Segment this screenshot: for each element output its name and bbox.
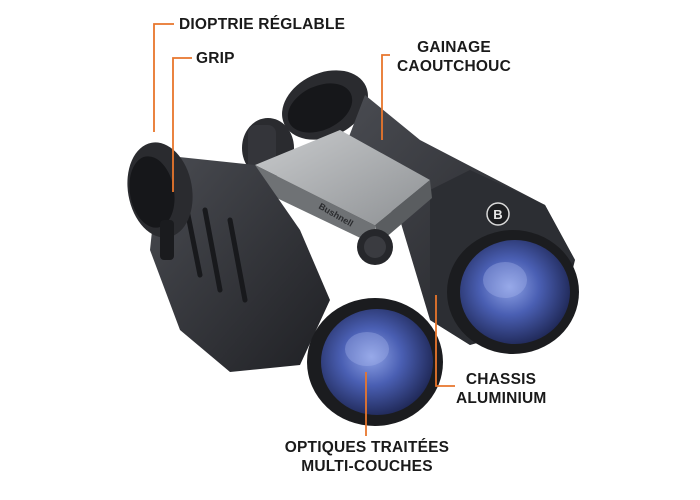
callout-rubber: GAINAGE CAOUTCHOUC: [392, 38, 516, 76]
callout-chassis: CHASSIS ALUMINIUM: [456, 370, 546, 408]
right-objective-lens: [447, 230, 579, 354]
callout-diopter-text: DIOPTRIE RÉGLABLE: [179, 16, 346, 33]
chassis-leader-line: [435, 295, 455, 387]
callout-chassis-line1: CHASSIS: [465, 371, 537, 388]
svg-text:B: B: [493, 207, 502, 222]
callout-diopter: DIOPTRIE RÉGLABLE: [179, 15, 345, 34]
rubber-leader-line: [381, 54, 390, 140]
center-knob: [357, 229, 393, 265]
left-barrel: [150, 155, 330, 372]
callout-grip-text: GRIP: [196, 50, 235, 67]
hinge-bridge: [255, 130, 432, 245]
callout-rubber-line1: GAINAGE: [417, 39, 491, 56]
brand-badge-icon: B: [486, 202, 510, 226]
diopter-leader-line: [153, 23, 174, 132]
right-eyecup: [282, 70, 368, 140]
callout-rubber-line2: CAOUTCHOUC: [397, 58, 511, 75]
left-eyecup: [127, 142, 193, 260]
left-objective-lens: [307, 298, 443, 426]
grip-leader-line: [172, 57, 192, 192]
callout-optics: OPTIQUES TRAITÉES MULTI-COUCHES: [283, 438, 451, 476]
callout-chassis-line2: ALUMINIUM: [456, 390, 547, 407]
callout-optics-line1: OPTIQUES TRAITÉES: [284, 439, 450, 456]
callout-optics-line2: MULTI-COUCHES: [301, 458, 433, 475]
callout-grip: GRIP: [196, 49, 235, 68]
